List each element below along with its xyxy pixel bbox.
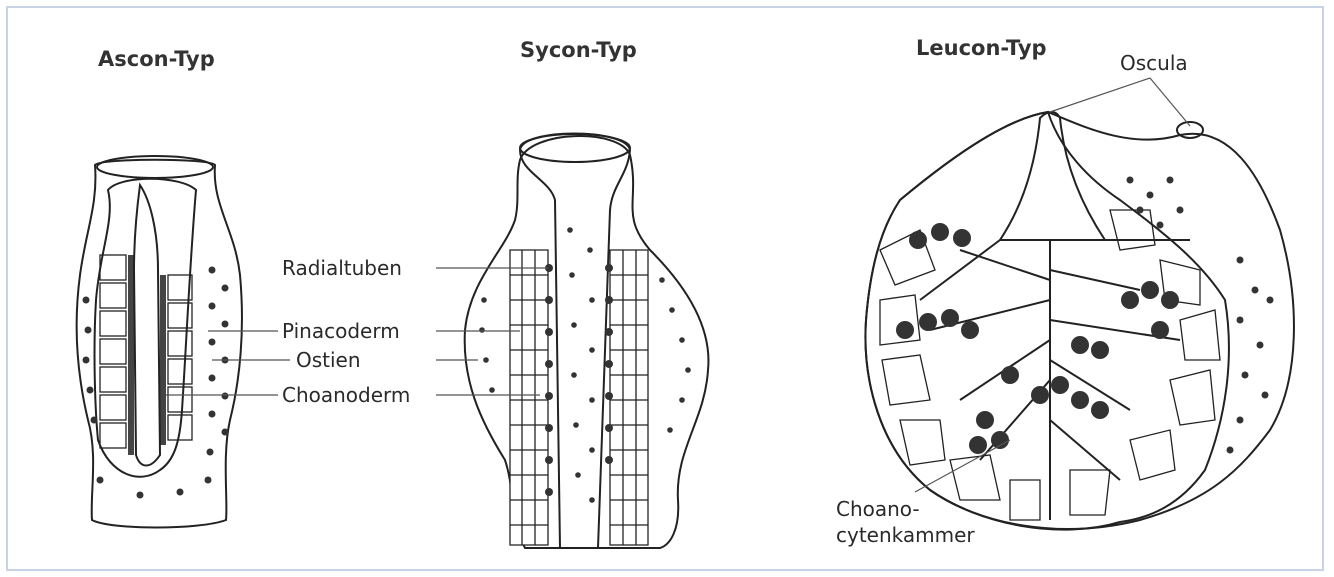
title-ascon: Ascon-Typ — [98, 47, 215, 71]
ascon-sponge-illustration — [77, 156, 242, 528]
label-choanocytenkammer-line2: cytenkammer — [836, 523, 975, 547]
label-choanoderm: Choanoderm — [282, 383, 410, 407]
sycon-radial-canals-right — [610, 250, 648, 545]
label-pinacoderm: Pinacoderm — [282, 319, 400, 343]
sycon-sponge-illustration — [465, 134, 709, 549]
label-radialtuben: Radialtuben — [282, 256, 402, 280]
title-sycon: Sycon-Typ — [520, 38, 637, 62]
label-oscula: Oscula — [1120, 51, 1188, 75]
leucon-sponge-illustration — [865, 112, 1293, 530]
title-leucon: Leucon-Typ — [916, 36, 1047, 60]
sycon-radial-canals-left — [510, 250, 548, 545]
label-choanocytenkammer-line1: Choano- — [836, 497, 920, 521]
label-ostien: Ostien — [296, 348, 361, 372]
ascon-wall-cells — [100, 255, 192, 448]
